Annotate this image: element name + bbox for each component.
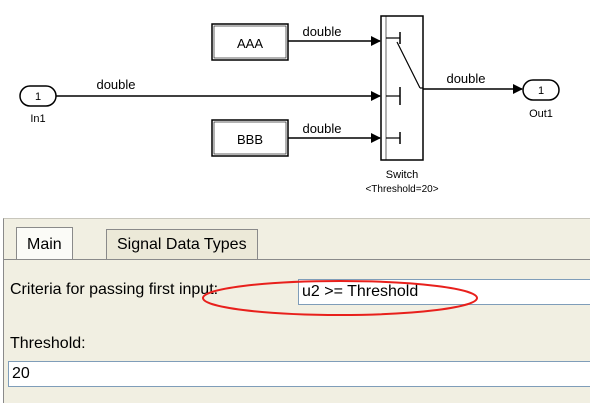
signal-line-out[interactable]: double xyxy=(423,71,523,94)
tab-signal-data-types[interactable]: Signal Data Types xyxy=(106,229,258,259)
switch-label: Switch xyxy=(386,169,418,181)
threshold-input[interactable]: 20 xyxy=(8,361,590,387)
criteria-select[interactable]: u2 >= Threshold xyxy=(298,279,590,305)
switch-block[interactable]: Switch <Threshold=20> xyxy=(365,15,439,195)
signal-type-main: double xyxy=(96,77,135,92)
tab-main[interactable]: Main xyxy=(16,227,73,259)
constant-block-aaa[interactable]: AAA xyxy=(211,23,289,61)
inport-number: 1 xyxy=(35,91,41,103)
constant-b-label: BBB xyxy=(237,132,263,147)
constant-a-label: AAA xyxy=(237,36,263,51)
signal-type-b: double xyxy=(302,121,341,136)
signal-type-out: double xyxy=(446,71,485,86)
outport-number: 1 xyxy=(538,85,544,97)
inport-label: In1 xyxy=(30,113,45,125)
simulink-diagram: AAA BBB 1 In1 1 Out1 Switch <Threshold=2… xyxy=(19,15,560,195)
criteria-label: Criteria for passing first input: xyxy=(10,281,219,298)
tab-divider xyxy=(4,259,590,260)
block-parameters-panel: Main Signal Data Types Criteria for pass… xyxy=(3,218,590,403)
constant-block-bbb[interactable]: BBB xyxy=(211,119,289,157)
signal-line-main[interactable]: double xyxy=(56,77,381,101)
outport-block[interactable]: 1 Out1 xyxy=(522,79,560,120)
signal-line-b[interactable]: double xyxy=(288,121,381,143)
switch-threshold-annotation: <Threshold=20> xyxy=(365,184,438,195)
signal-line-a[interactable]: double xyxy=(288,24,381,46)
inport-block[interactable]: 1 In1 xyxy=(19,85,57,125)
threshold-label: Threshold: xyxy=(10,335,86,352)
outport-label: Out1 xyxy=(529,108,553,120)
signal-type-a: double xyxy=(302,24,341,39)
